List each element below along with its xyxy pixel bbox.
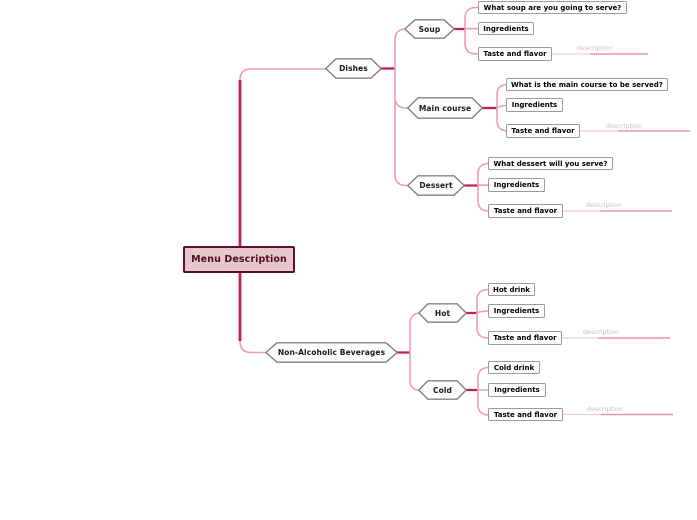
leaf-label: Taste and flavor: [511, 127, 575, 135]
note-dessert-description[interactable]: description: [576, 201, 632, 209]
hexagon-shape: [407, 97, 483, 119]
node-dessert[interactable]: Dessert: [407, 175, 465, 196]
node-soup-label: Soup: [418, 24, 441, 34]
leaf-label: What dessert will you serve?: [493, 159, 608, 168]
node-soup[interactable]: Soup: [404, 19, 455, 39]
leaf-soup-ingredients[interactable]: Ingredients: [478, 22, 534, 35]
leaf-label: Ingredients: [494, 386, 540, 394]
leaf-hot-ingredients[interactable]: Ingredients: [488, 304, 545, 318]
leaf-label: What is the main course to be served?: [511, 80, 663, 89]
leaf-dessert-taste-and-flavor[interactable]: Taste and flavor: [488, 204, 563, 218]
leaf-hot-taste-and-flavor[interactable]: Taste and flavor: [488, 331, 562, 345]
leaf-label: Ingredients: [493, 181, 540, 189]
leaf-cold-drink[interactable]: Cold drink: [488, 361, 540, 374]
hexagon-shape: [404, 19, 455, 39]
note-label: description: [605, 122, 643, 130]
node-main-course-label: Main course: [418, 103, 472, 113]
node-main-course[interactable]: Main course: [407, 97, 483, 119]
leaf-soup-question[interactable]: What soup are you going to serve?: [478, 1, 627, 14]
leaf-label: Taste and flavor: [493, 410, 558, 419]
leaf-dessert-ingredients[interactable]: Ingredients: [488, 178, 545, 192]
node-dessert-label: Dessert: [419, 181, 453, 190]
node-cold[interactable]: Cold: [418, 380, 467, 400]
leaf-cold-ingredients[interactable]: Ingredients: [488, 383, 546, 397]
node-dishes[interactable]: Dishes: [325, 58, 382, 79]
leaf-label: Taste and flavor: [493, 334, 557, 342]
leaf-label: What soup are you going to serve?: [483, 3, 622, 12]
hexagon-shape: [418, 303, 467, 323]
note-hot-description[interactable]: description: [573, 328, 629, 336]
node-non-alcoholic-beverages[interactable]: Non-Alcoholic Beverages: [265, 342, 398, 363]
node-hot[interactable]: Hot: [418, 303, 467, 323]
hexagon-shape: [418, 380, 467, 400]
hexagon-shape: [407, 175, 465, 196]
leaf-cold-taste-and-flavor[interactable]: Taste and flavor: [488, 408, 563, 421]
node-hot-label: Hot: [434, 308, 451, 318]
leaf-dessert-question[interactable]: What dessert will you serve?: [488, 157, 613, 170]
leaf-label: Taste and flavor: [493, 207, 558, 215]
node-menu-description[interactable]: Menu Description: [183, 246, 295, 273]
leaf-main-course-taste-and-flavor[interactable]: Taste and flavor: [506, 124, 580, 138]
note-label: description: [582, 328, 620, 336]
leaf-hot-drink[interactable]: Hot drink: [488, 283, 535, 296]
node-dishes-label: Dishes: [339, 64, 368, 73]
leaf-main-course-ingredients[interactable]: Ingredients: [506, 98, 563, 112]
node-non-alcoholic-beverages-label: Non-Alcoholic Beverages: [277, 348, 386, 357]
note-label: description: [576, 44, 614, 52]
leaf-label: Hot drink: [493, 285, 530, 294]
note-label: description: [586, 405, 624, 413]
note-main-course-description[interactable]: description: [596, 122, 652, 130]
note-cold-description[interactable]: description: [577, 405, 633, 413]
leaf-label: Ingredients: [493, 307, 540, 315]
hexagon-shape: [265, 342, 398, 363]
note-soup-description[interactable]: description: [567, 44, 623, 52]
hexagon-shape: [325, 58, 382, 79]
leaf-soup-taste-and-flavor[interactable]: Taste and flavor: [478, 47, 552, 61]
leaf-label: Taste and flavor: [483, 50, 547, 58]
leaf-label: Ingredients: [483, 24, 529, 33]
leaf-label: Ingredients: [511, 101, 558, 109]
node-cold-label: Cold: [433, 385, 452, 395]
note-label: description: [585, 201, 623, 209]
leaf-main-course-question[interactable]: What is the main course to be served?: [506, 78, 668, 91]
node-menu-description-label: Menu Description: [191, 254, 287, 265]
leaf-label: Cold drink: [493, 363, 535, 372]
